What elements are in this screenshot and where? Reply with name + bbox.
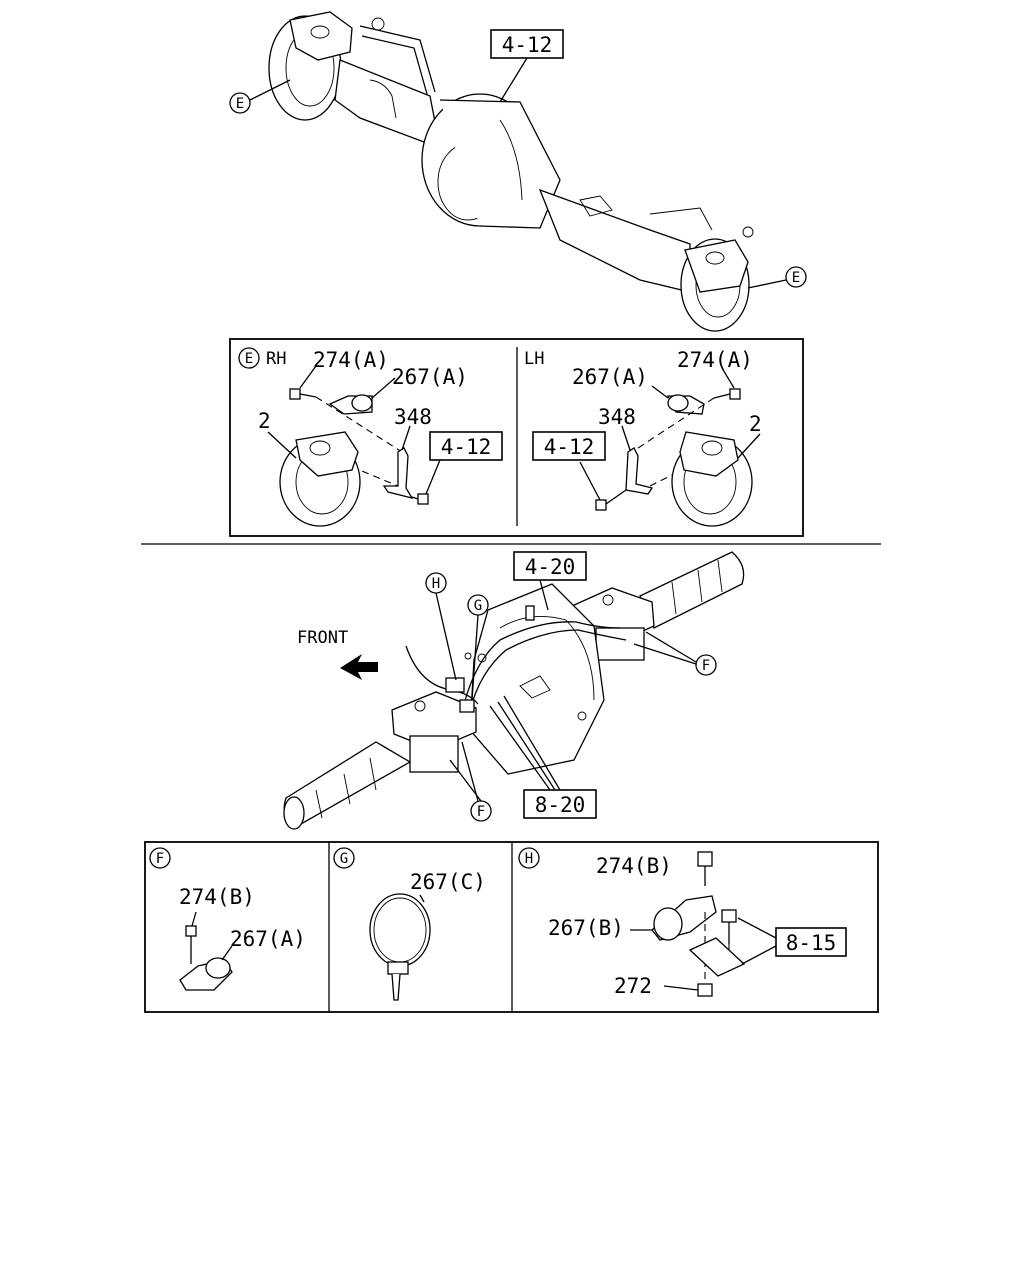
ref-label-8-20: 8-20 bbox=[535, 793, 586, 817]
leader-line bbox=[449, 759, 482, 802]
ref-label-4-20: 4-20 bbox=[525, 555, 576, 579]
leader-line bbox=[471, 614, 479, 701]
part-label-bolt-274b-f: 274(B) bbox=[179, 885, 255, 909]
callout-g-detail bbox=[333, 847, 355, 869]
callout-f-right bbox=[695, 654, 717, 676]
part-label-clip-267a-rh: 267(A) bbox=[392, 365, 468, 389]
detail-h-drawing bbox=[630, 851, 777, 997]
leader-line bbox=[497, 701, 556, 791]
rear-axle-drawing bbox=[268, 11, 754, 332]
side-label-rh: RH bbox=[266, 349, 286, 369]
part-label-bracket-348-rh: 348 bbox=[394, 405, 432, 429]
part-label-band-267c-g: 267(C) bbox=[410, 870, 486, 894]
part-label-bolt-274b-h: 274(B) bbox=[596, 854, 672, 878]
part-label-bolt-274a-lh: 274(A) bbox=[677, 348, 753, 372]
detail-e-panel bbox=[229, 338, 804, 537]
leader-line bbox=[645, 631, 697, 663]
part-label-nut-272-h: 272 bbox=[614, 974, 652, 998]
callout-g-label: G bbox=[474, 598, 482, 614]
leader-line bbox=[435, 592, 457, 681]
leader-line bbox=[503, 695, 561, 791]
callout-e-right-label: E bbox=[792, 270, 800, 286]
part-label-bolt-274a-rh: 274(A) bbox=[313, 348, 389, 372]
front-arrow-icon bbox=[340, 654, 378, 680]
callout-e-rh-label: E bbox=[245, 351, 253, 367]
part-label-clip-267a-lh: 267(A) bbox=[572, 365, 648, 389]
front-direction-label: FRONT bbox=[297, 628, 348, 648]
callout-e-left-label: E bbox=[236, 96, 244, 112]
callout-f-detail-label: F bbox=[156, 851, 164, 867]
callout-e-right bbox=[785, 266, 807, 288]
callout-h-detail bbox=[518, 847, 540, 869]
callout-g-detail-label: G bbox=[340, 851, 348, 867]
detail-g-drawing bbox=[369, 893, 431, 1001]
callout-f-right-label: F bbox=[702, 658, 710, 674]
callout-e-left bbox=[229, 92, 251, 114]
leader-line bbox=[747, 279, 787, 289]
axle-hose-drawing bbox=[283, 551, 745, 830]
callout-h-detail-label: H bbox=[525, 851, 533, 867]
side-label-lh: LH bbox=[524, 349, 544, 369]
callout-e-rh bbox=[238, 347, 260, 369]
ref-box-8-15 bbox=[775, 927, 847, 957]
leader-line bbox=[499, 57, 528, 103]
ref-box-4-20 bbox=[513, 551, 587, 581]
leader-line bbox=[461, 741, 479, 802]
callout-h-label: H bbox=[432, 576, 440, 592]
ref-box-4-12-lh bbox=[532, 431, 606, 461]
leader-line bbox=[489, 705, 551, 791]
ref-label-4-12-lh: 4-12 bbox=[544, 435, 595, 459]
part-label-housing-2-rh: 2 bbox=[258, 409, 271, 433]
lh-parts-drawing bbox=[579, 367, 761, 527]
part-label-bracket-348-lh: 348 bbox=[598, 405, 636, 429]
rh-parts-drawing bbox=[267, 365, 441, 527]
ref-axle-label: 4-12 bbox=[502, 33, 553, 57]
ref-label-4-12-rh: 4-12 bbox=[441, 435, 492, 459]
ref-box-axle bbox=[490, 29, 564, 59]
callout-f-detail bbox=[149, 847, 171, 869]
callout-f-bottom-label: F bbox=[477, 804, 485, 820]
part-label-clip-267a-f: 267(A) bbox=[230, 927, 306, 951]
detail-f-drawing bbox=[179, 911, 233, 991]
part-label-housing-2-lh: 2 bbox=[749, 412, 762, 436]
leader-line bbox=[633, 643, 697, 665]
ref-box-4-12-rh bbox=[429, 431, 503, 461]
ref-label-8-15: 8-15 bbox=[786, 931, 837, 955]
part-label-clip-267b-h: 267(B) bbox=[548, 916, 624, 940]
leader-line bbox=[249, 79, 291, 101]
leader-line bbox=[539, 579, 549, 611]
